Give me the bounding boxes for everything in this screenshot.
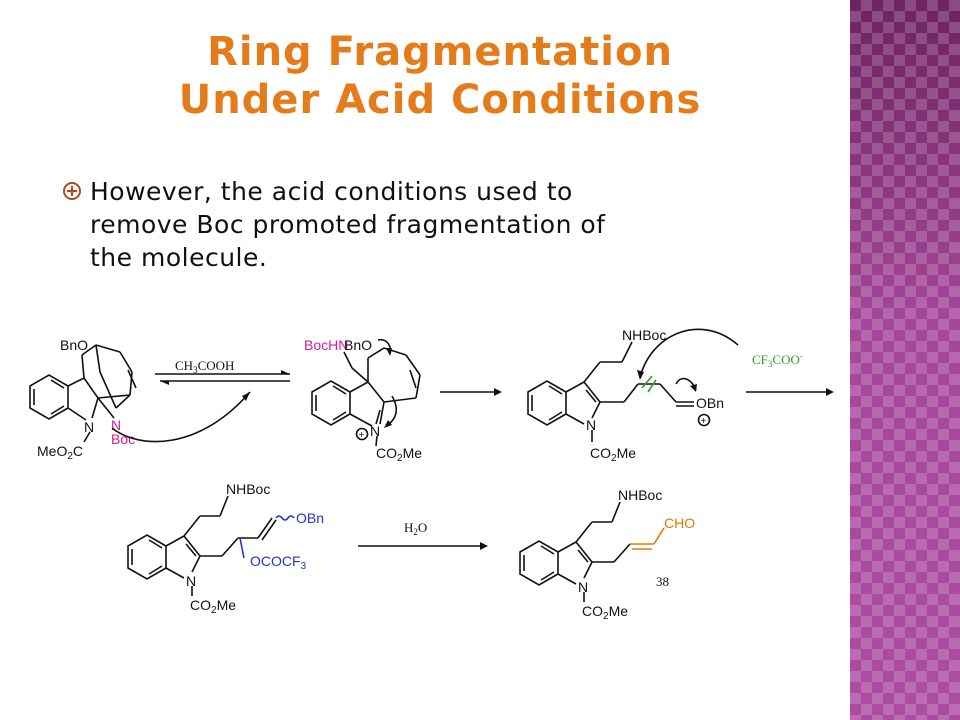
label-plus-2: + [359,430,365,441]
label-co2me-2: CO2Me [376,445,422,464]
bond-cleavage-mark [641,375,653,389]
structure-5-enal-product [519,501,631,602]
label-n-boc: N [111,417,121,433]
label-bochn: BocHN [304,337,348,353]
plus-charge-icon-3 [697,413,711,427]
reagent-acetic-acid: CH3COOH [175,358,234,375]
circled-plus-bullet-icon [63,182,81,200]
label-nhboc-5: NHBoc [618,487,662,503]
label-boc: Boc [111,431,135,447]
decorative-side-panel [850,0,960,720]
label-obn-4: OBn [296,510,324,526]
bullet-text-line-1: However, the acid conditions used to [90,177,573,206]
label-co2me-4: CO2Me [190,597,236,616]
label-nhboc-3: NHBoc [622,327,666,343]
title-line-1: Ring Fragmentation [207,29,673,75]
label-n-5: N [578,579,588,595]
structure-1-bicyclic-indoline [29,344,137,443]
label-cho: CHO [664,515,695,531]
structure-3-indole-oxocarbenium [527,341,694,442]
wavy-bond-obn [275,515,295,521]
label-bno-2: BnO [344,337,372,353]
label-co2me-3: CO2Me [590,445,636,464]
label-co2me-5: CO2Me [582,603,628,622]
label-n-1: N [84,419,94,435]
bond-to-ococf3 [239,537,245,559]
title-line-2: Under Acid Conditions [178,77,702,123]
label-meo2c: MeO2C [37,443,83,462]
plus-charge-icon-2 [355,427,369,441]
bullet-text: However, the acid conditions used to rem… [90,175,605,274]
label-bno-1: BnO [60,337,88,353]
bullet-text-line-3: the molecule. [90,243,268,272]
curved-arrow-3 [639,328,739,379]
reagent-trifluoroacetate: CF3COO- [752,351,803,369]
label-n-2: N [370,423,380,439]
bullet-text-line-2: remove Boc promoted fragmentation of [90,210,606,239]
slide-title: Ring Fragmentation Under Acid Conditions [60,28,820,124]
page-number: 38 [656,574,669,589]
equilibrium-arrow [155,370,290,385]
label-ococf3: OCOCF3 [250,553,307,572]
reaction-scheme: BnO N MeO2C N Boc CH3COOH BocHN BnO N [29,327,834,622]
label-n-3: N [586,417,596,433]
label-plus-3: + [701,416,707,427]
curved-arrow-1 [111,391,251,443]
reagent-water: H2O [404,520,427,537]
label-n-4: N [186,573,196,589]
label-obn-3: OBn [696,395,724,411]
bullet-item: However, the acid conditions used to rem… [62,175,782,274]
structure-4-trifluoroacetate-adduct [127,495,277,596]
label-nhboc-4: NHBoc [226,481,270,497]
